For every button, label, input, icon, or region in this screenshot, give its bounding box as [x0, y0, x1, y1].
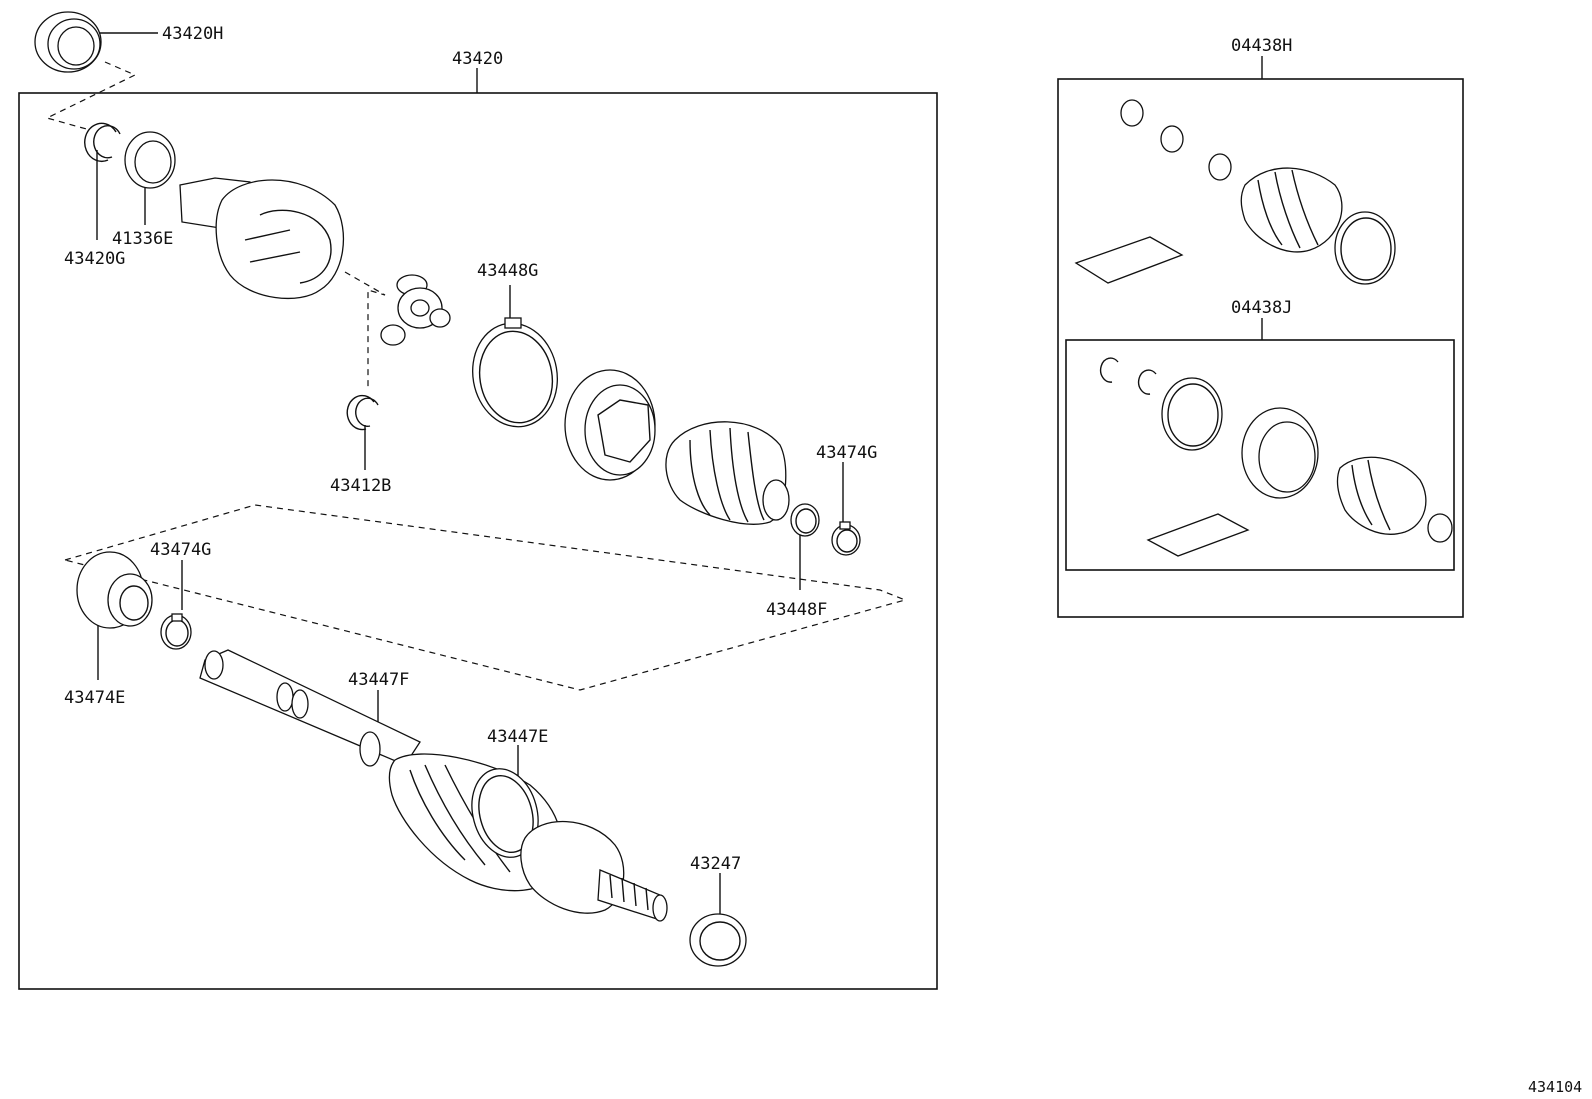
kit-frame-04438J — [1065, 339, 1455, 571]
label-43420G: 43420G — [64, 249, 125, 269]
label-43447F: 43447F — [348, 670, 409, 690]
snap-ring-43412B — [355, 397, 379, 427]
clamp-43448F — [790, 503, 820, 537]
label-43474G-top: 43474G — [816, 443, 877, 463]
dashed-guide-shaft — [64, 504, 907, 691]
diagram-id: 434104 — [1528, 1078, 1582, 1096]
label-04438J: 04438J — [1231, 298, 1292, 318]
kit-frame-04438H — [1057, 78, 1464, 618]
label-43247: 43247 — [690, 854, 741, 874]
inner-boot-ring — [564, 369, 656, 481]
clamp-43474G-bottom — [160, 613, 192, 650]
dashed-guide-spider — [344, 271, 386, 390]
drive-shaft-43447F — [199, 649, 421, 767]
label-43474G-bottom: 43474G — [150, 540, 211, 560]
label-43474E: 43474E — [64, 688, 125, 708]
ring-41336E — [124, 131, 176, 189]
tripod-spider — [380, 274, 451, 346]
snap-ring-43420G — [93, 125, 121, 159]
snap-ring-43412B-outer — [346, 394, 375, 431]
seal-43420H — [34, 11, 102, 73]
label-41336E: 41336E — [112, 229, 173, 249]
kit-04438H-parts — [1074, 99, 1396, 285]
outer-joint — [520, 820, 668, 922]
label-43420: 43420 — [452, 49, 503, 69]
inner-boot-43448 — [665, 421, 790, 525]
label-43412B: 43412B — [330, 476, 391, 496]
dashed-guide-top — [45, 61, 137, 131]
assembly-frame-43420 — [18, 92, 938, 990]
label-43447E: 43447E — [487, 727, 548, 747]
damper-43474E — [76, 551, 153, 629]
snap-ring-43420G-outer — [84, 122, 117, 163]
label-43448G: 43448G — [477, 261, 538, 281]
label-04438H: 04438H — [1231, 36, 1292, 56]
clamp-43448G — [472, 317, 558, 428]
label-43420H: 43420H — [162, 24, 223, 44]
inner-joint-housing — [179, 177, 345, 300]
clamp-43474G-top — [831, 521, 861, 556]
kit-04438J-parts — [1099, 357, 1453, 557]
label-43448F: 43448F — [766, 600, 827, 620]
seal-43247 — [689, 913, 747, 967]
